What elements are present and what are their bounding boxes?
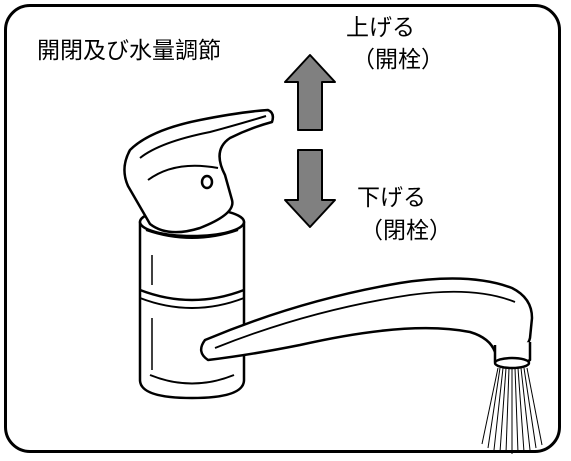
arrow-down-icon <box>284 149 336 228</box>
raise-label: 上げる <box>346 15 415 41</box>
open-label: （開栓） <box>352 47 444 73</box>
spout <box>199 277 534 370</box>
operation-label: 開閉及び水量調節 <box>37 38 221 64</box>
close-label: （閉栓） <box>360 218 452 244</box>
lever-handle <box>123 108 275 234</box>
water-spray <box>481 367 543 454</box>
lower-label: 下げる <box>357 185 426 211</box>
faucet-body <box>138 206 246 400</box>
rounded-frame <box>4 4 561 453</box>
arrow-up-icon <box>284 54 336 131</box>
